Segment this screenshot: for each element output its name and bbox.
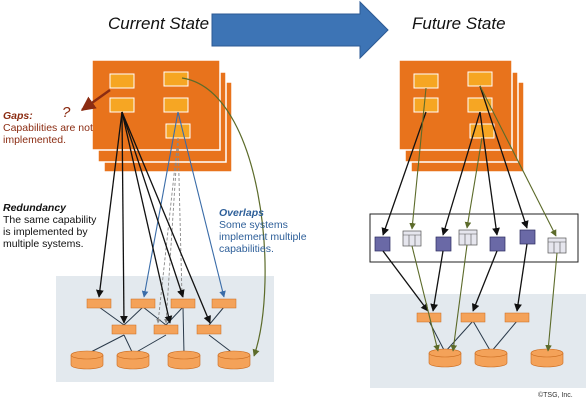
current-system-links [86,306,235,355]
gaps-question-mark: ? [62,104,71,121]
service-table-lines [403,233,566,253]
future-capability-green-arrows [409,85,557,237]
transition-arrow-icon [211,0,389,60]
redundancy-note: Redundancy The same capability is implem… [3,202,103,250]
overlaps-note-title: Overlaps [219,207,264,219]
future-system-pool [370,294,586,388]
current-system-components [86,298,237,335]
future-service-green-arrows [411,244,558,352]
redundancy-note-title: Redundancy [3,202,67,214]
current-databases [70,350,251,370]
overlaps-note-text: Some systems implement multiple capabili… [219,219,307,255]
future-state-title: Future State [412,14,506,33]
current-state-title: Current State [108,14,210,33]
gaps-note-title: Gaps: [3,110,33,122]
overlaps-note: Overlaps Some systems implement multiple… [219,207,311,255]
future-service-arrows [382,243,528,312]
gaps-note-text: Capabilities are not implemented. [3,122,93,146]
copyright-label: ©TSG, Inc. [538,392,573,399]
current-capability-stack [91,59,233,173]
current-redundancy-arrows [95,111,211,324]
future-system-components [416,312,530,323]
gaps-note: Gaps: Capabilities are not implemented. [3,110,99,146]
future-capability-arrows [381,85,529,236]
future-capability-boxes [413,71,495,139]
future-databases [428,348,564,368]
current-gap-curve-arrow [181,77,266,357]
redundancy-note-text: The same capability is implemented by mu… [3,214,97,250]
gap-arrow-icon [80,89,111,111]
service-node-icon [374,229,536,252]
